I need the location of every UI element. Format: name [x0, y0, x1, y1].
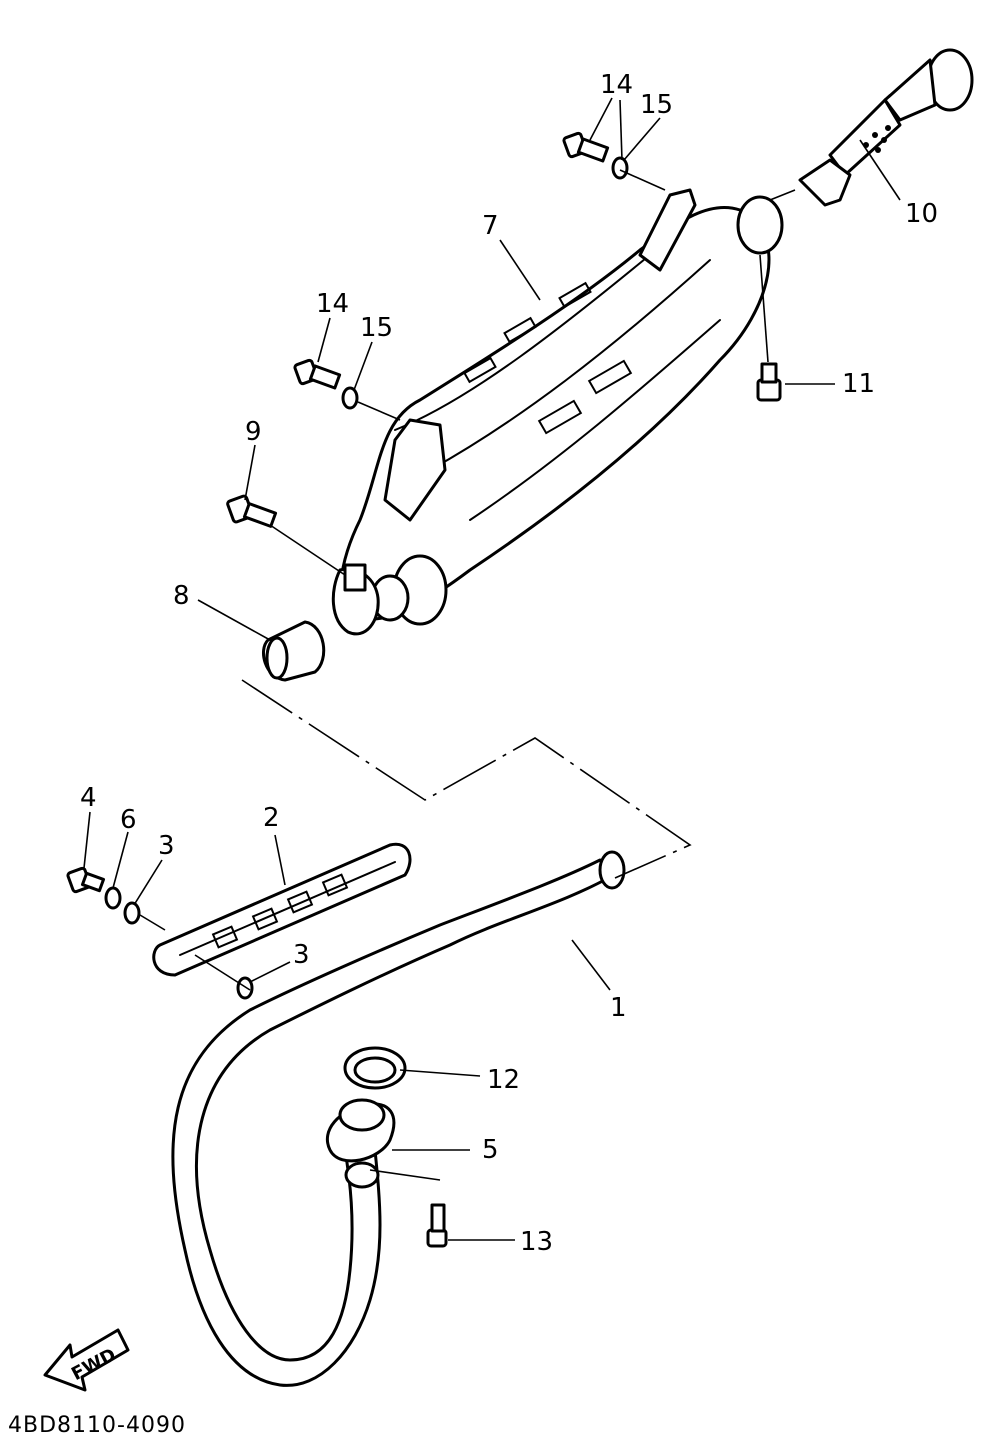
callout-6: 6 — [120, 805, 137, 835]
spark-arrester — [798, 48, 974, 207]
callout-1: 1 — [610, 993, 627, 1023]
bolt-13 — [426, 1203, 448, 1248]
bolt-11 — [756, 362, 782, 402]
diagram-code: 4BD8110-4090 — [8, 1413, 186, 1438]
callout-3-lower: 3 — [293, 940, 310, 970]
bolt-4 — [66, 866, 106, 894]
washer-3-upper — [123, 901, 141, 925]
heat-protector — [152, 842, 412, 977]
bolt-14-upper — [562, 131, 610, 163]
assembly-connection-line — [241, 679, 692, 879]
leader-lines — [83, 97, 901, 1241]
washer-6 — [104, 886, 122, 910]
callout-9: 9 — [245, 417, 262, 447]
callout-13: 13 — [520, 1227, 553, 1257]
washer-15-upper — [611, 156, 629, 180]
forward-direction-arrow-icon: FWD — [43, 1328, 130, 1392]
callout-2: 2 — [263, 803, 280, 833]
callout-14-lower: 14 — [316, 289, 349, 319]
callout-labels: 14 15 10 7 11 14 15 9 8 4 6 3 2 3 1 12 5… — [80, 70, 938, 1257]
callout-10: 10 — [905, 199, 938, 229]
bolt-14-lower — [293, 358, 342, 390]
callout-11: 11 — [842, 369, 875, 399]
muffler-assembly — [331, 188, 784, 636]
flange-5 — [326, 1098, 396, 1189]
gasket-8 — [262, 620, 326, 682]
washer-3-lower — [236, 976, 254, 1000]
callout-12: 12 — [487, 1065, 520, 1095]
callout-8: 8 — [173, 581, 190, 611]
gasket-12 — [343, 1046, 407, 1090]
callout-4: 4 — [80, 783, 97, 813]
callout-15-lower: 15 — [360, 313, 393, 343]
washer-15-lower — [341, 386, 359, 410]
bolt-9 — [226, 494, 278, 528]
callout-3-upper: 3 — [158, 831, 175, 861]
callout-14-upper: 14 — [600, 70, 633, 100]
callout-5: 5 — [482, 1135, 499, 1165]
callout-15-upper: 15 — [640, 90, 673, 120]
exhaust-pipe — [171, 850, 626, 1387]
callout-7: 7 — [482, 211, 499, 241]
